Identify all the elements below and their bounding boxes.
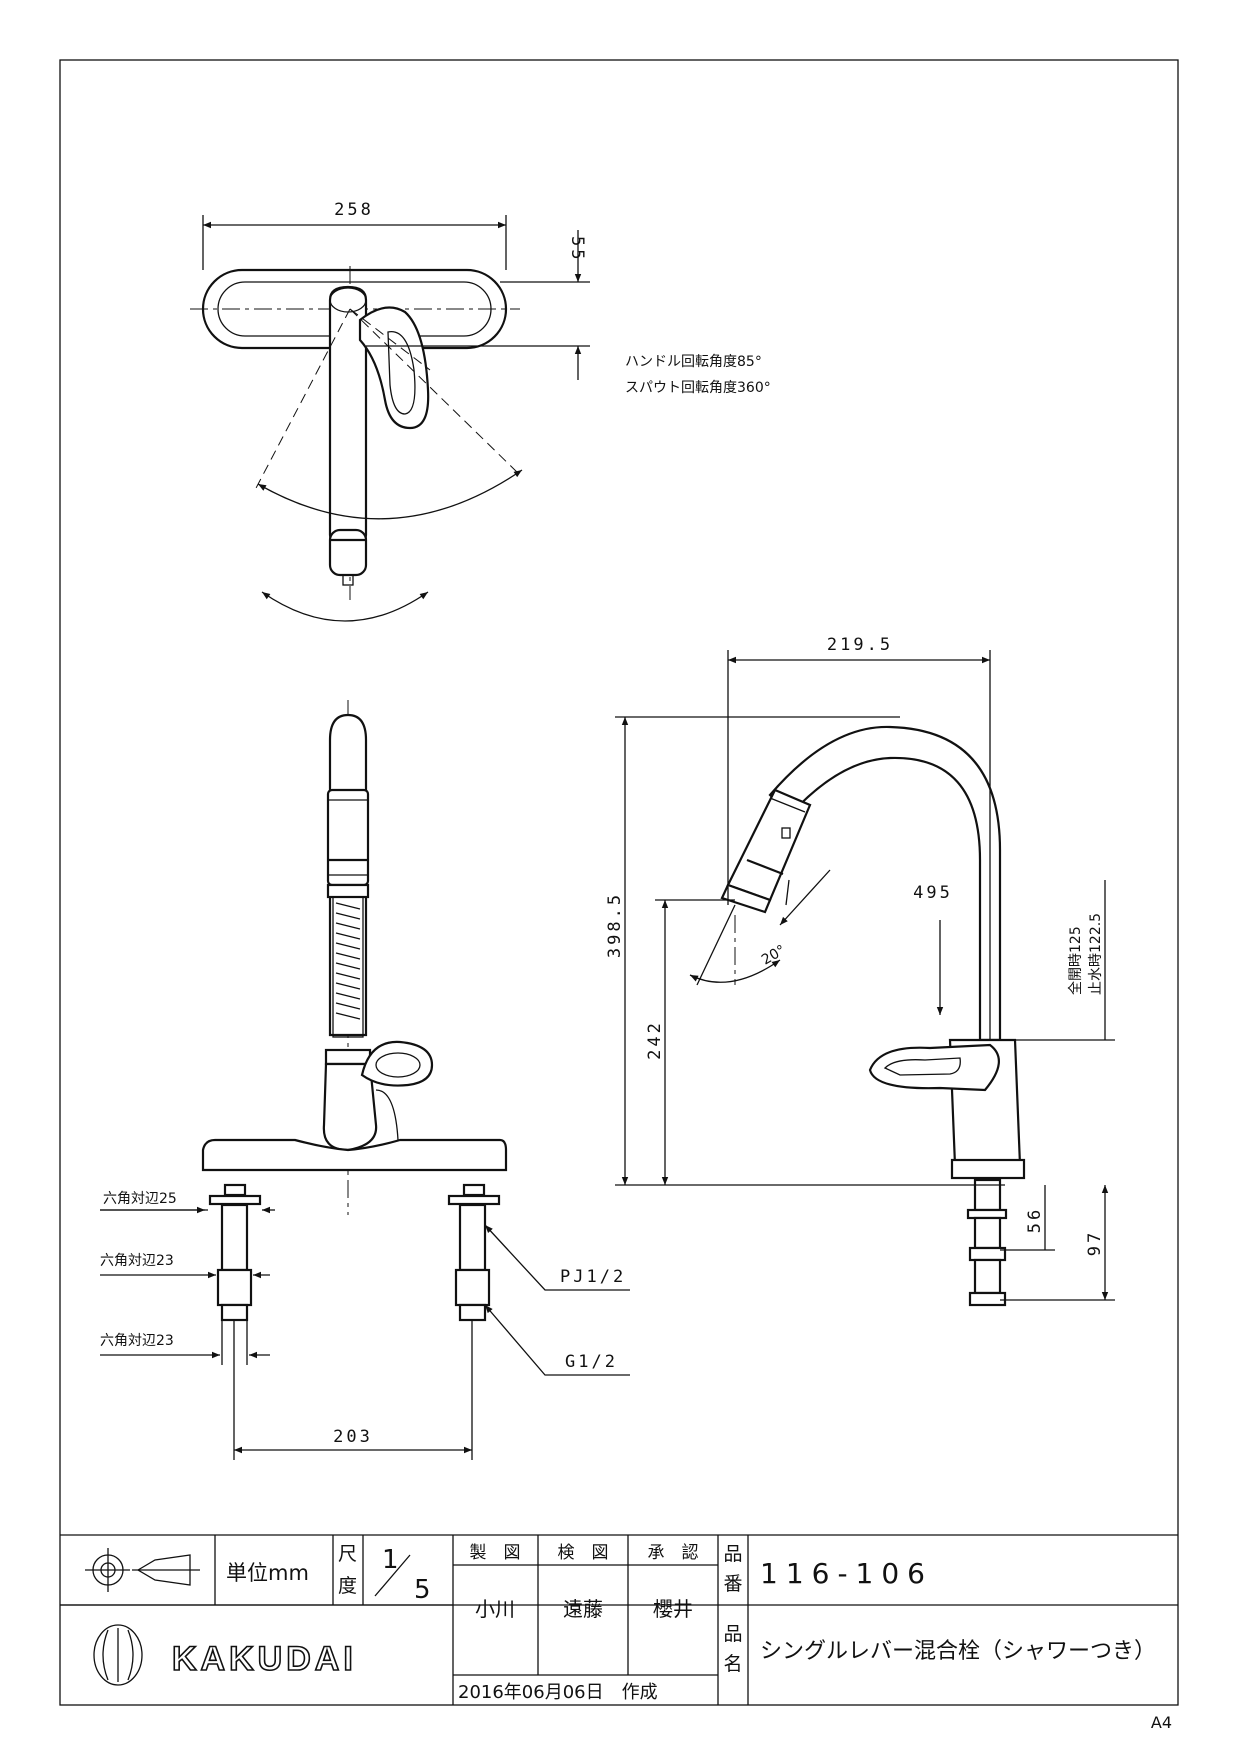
drawn-label: 製 図 bbox=[470, 1543, 521, 1563]
dim-242: 242 bbox=[645, 1020, 665, 1060]
unit-label: 単位mm bbox=[226, 1561, 309, 1585]
drawn-name: 小川 bbox=[475, 1597, 515, 1621]
hex-25-label: 六角対辺25 bbox=[103, 1191, 177, 1207]
approved-name: 櫻井 bbox=[653, 1597, 693, 1621]
dim-55: 55 bbox=[567, 236, 587, 262]
sheet-border bbox=[59, 59, 1179, 1706]
company-name: KAKUDAI bbox=[172, 1640, 357, 1678]
dim-219-5: 219.5 bbox=[827, 635, 893, 655]
checked-name: 遠藤 bbox=[563, 1597, 603, 1621]
title-block: 単位mm 尺 度 1 5 製 図 検 図 承 認 小川 遠藤 櫻井 品 番 11… bbox=[60, 1534, 1178, 1705]
closed-122-5-label: 止水時122.5 bbox=[1088, 913, 1104, 995]
part-no-label-1: 品 bbox=[723, 1543, 742, 1565]
handle-rotation-note: ハンドル回転角度85° bbox=[625, 354, 762, 370]
kakudai-logo: KAKUDAI bbox=[93, 1624, 357, 1686]
dim-495: 495 bbox=[913, 883, 953, 903]
top-view: 258 55 ハンドル回転角度85° スパウト回転角度360° bbox=[190, 200, 771, 622]
scale-label-2: 度 bbox=[338, 1575, 357, 1597]
thread-g-label: G1/2 bbox=[565, 1352, 618, 1372]
front-view: 六角対辺25 六角対辺23 六角対辺23 PJ1/2 G1/2 203 bbox=[100, 700, 630, 1460]
dim-398-5: 398.5 bbox=[605, 892, 625, 958]
dim-97: 97 bbox=[1085, 1230, 1105, 1256]
dim-203: 203 bbox=[333, 1427, 373, 1447]
checked-label: 検 図 bbox=[558, 1543, 609, 1563]
angle-20-label: 20° bbox=[759, 942, 789, 968]
creation-date: 2016年06月06日 作成 bbox=[458, 1682, 658, 1703]
spout-rotation-note: スパウト回転角度360° bbox=[625, 380, 771, 396]
scale-label-1: 尺 bbox=[338, 1543, 357, 1565]
hex-23-label-a: 六角対辺23 bbox=[100, 1253, 174, 1269]
thread-pj-label: PJ1/2 bbox=[560, 1267, 626, 1287]
dim-258: 258 bbox=[334, 200, 374, 220]
scale-numerator: 1 bbox=[382, 1545, 399, 1575]
part-name-label-1: 品 bbox=[723, 1623, 742, 1645]
sheet-size: A4 bbox=[1151, 1713, 1172, 1732]
part-name: シングルレバー混合栓（シャワーつき） bbox=[760, 1639, 1156, 1664]
part-name-label-2: 名 bbox=[723, 1653, 742, 1675]
side-view: 20° 219.5 398.5 242 495 bbox=[605, 635, 1115, 1307]
hex-23-label-b: 六角対辺23 bbox=[100, 1333, 174, 1349]
part-number: 116-106 bbox=[760, 1557, 933, 1590]
scale-denominator: 5 bbox=[414, 1575, 431, 1605]
third-angle-projection-icon bbox=[85, 1548, 200, 1592]
approved-label: 承 認 bbox=[648, 1543, 699, 1563]
open-125-label: 全開時125 bbox=[1067, 926, 1084, 995]
part-no-label-2: 番 bbox=[723, 1573, 742, 1595]
dim-56: 56 bbox=[1025, 1207, 1045, 1233]
